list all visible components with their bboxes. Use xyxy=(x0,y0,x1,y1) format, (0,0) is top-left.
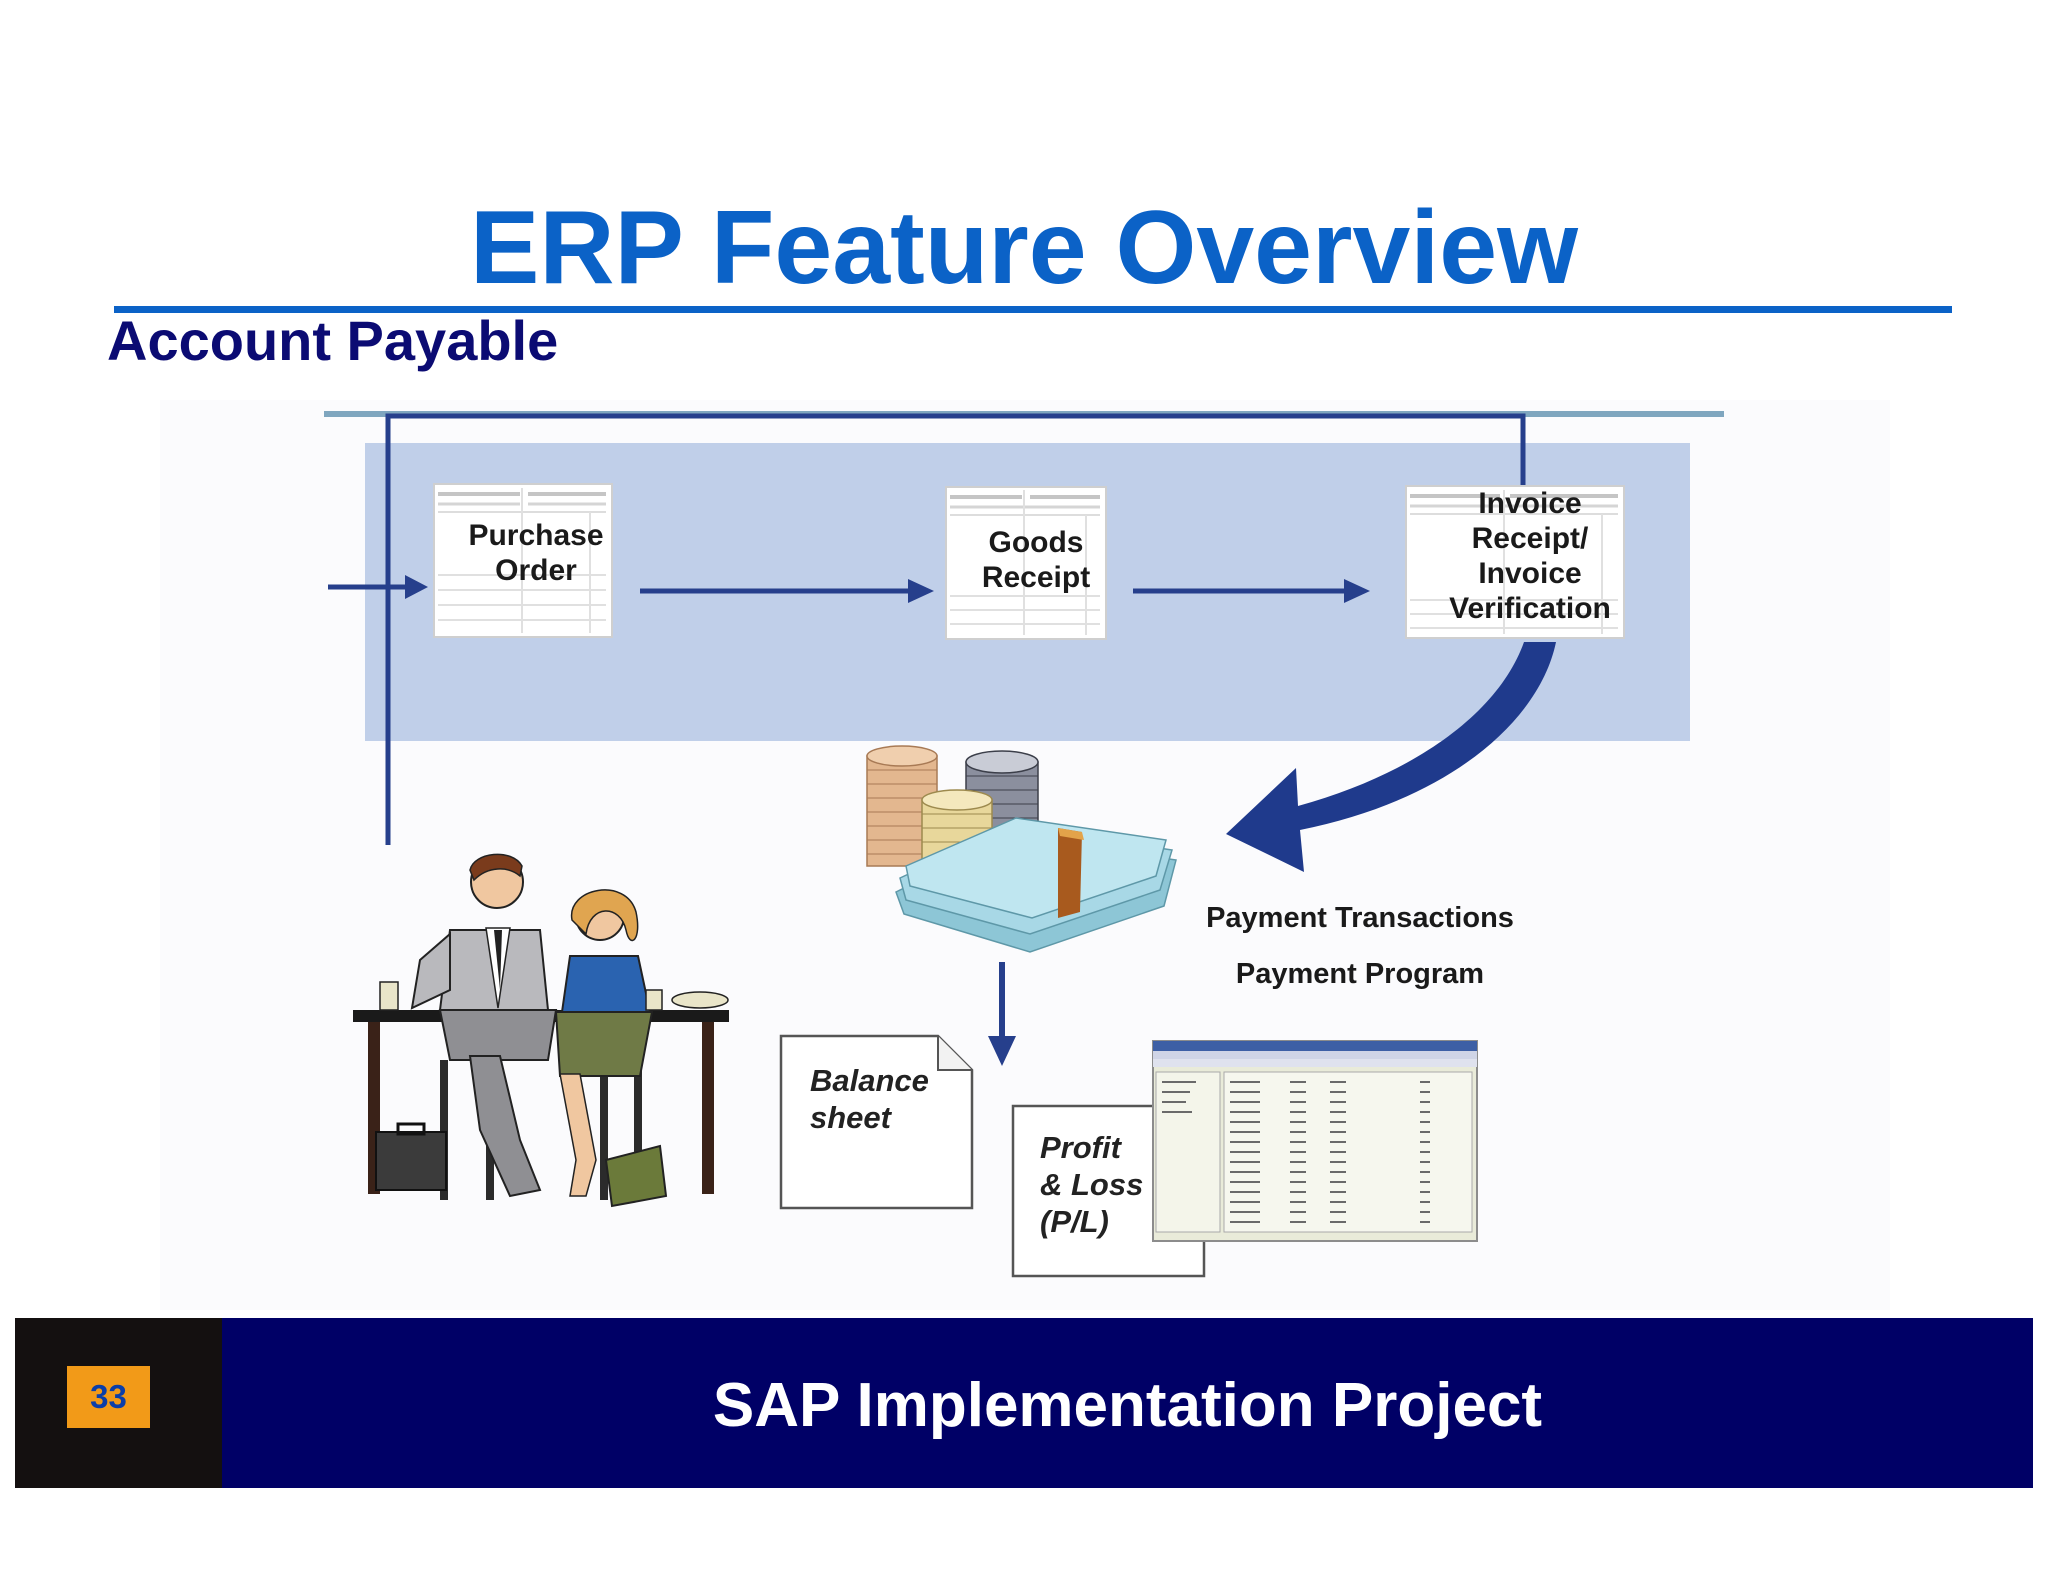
goods-receipt-label: Goods Receipt xyxy=(981,526,1091,594)
arrow-po-to-gr-head xyxy=(908,579,934,603)
purchase-order-document xyxy=(433,483,613,638)
payment-transactions-label: Payment Transactions xyxy=(1206,902,1514,934)
balance-sheet-label: Balance sheet xyxy=(810,1063,929,1135)
page-title: ERP Feature Overview xyxy=(470,190,1578,306)
arrow-gr-to-invoice-head xyxy=(1344,579,1370,603)
money-stack-icon xyxy=(866,745,1177,953)
purchase-order-label: Purchase Order xyxy=(468,519,604,587)
page-number-badge: 33 xyxy=(67,1366,150,1428)
invoice-document xyxy=(1405,485,1625,639)
sap-screen-thumbnail xyxy=(1152,1040,1478,1242)
section-subtitle: Account Payable xyxy=(107,309,559,372)
invoice-verification-label: Invoice Receipt/ Invoice Verification xyxy=(1449,487,1611,625)
footer-project-title: SAP Implementation Project xyxy=(712,1371,1543,1440)
business-meeting-icon xyxy=(353,853,729,1208)
profit-loss-label: Profit & Loss (P/L) xyxy=(1040,1130,1144,1239)
payment-program-label: Payment Program xyxy=(1235,958,1485,990)
goods-receipt-document xyxy=(945,486,1107,640)
balance-sheet-document xyxy=(779,1034,974,1210)
arrow-to-reports-head xyxy=(988,1036,1016,1066)
curved-payment-arrow xyxy=(1226,642,1556,872)
feedback-loop-line xyxy=(385,413,1526,845)
entry-arrowhead xyxy=(405,575,428,599)
footer-bar xyxy=(222,1318,2033,1488)
title-underline xyxy=(114,306,1952,313)
